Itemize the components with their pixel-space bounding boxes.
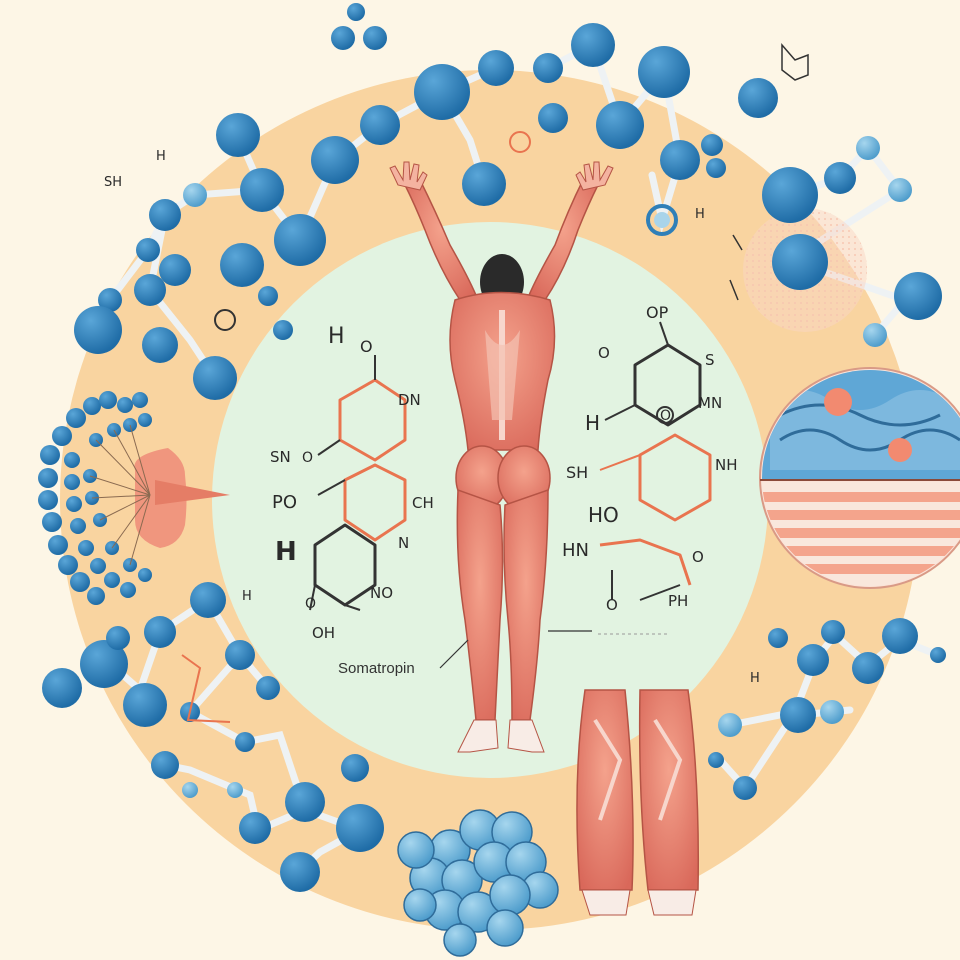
right-label-hn: HN [562,540,589,561]
leg-muscles-icon [576,689,700,916]
somatropin-label: Somatropin [338,660,415,677]
left-label-dn: DN [398,391,421,409]
left-label-sn: SN [270,448,291,466]
right-label-mn: MN [698,394,722,412]
left-label-h-big: H [275,537,297,567]
left-label-ch: CH [412,494,434,512]
right-label-op: OP [646,303,669,322]
left-label-oh: OH [312,624,335,642]
left-label-po: PO [272,492,297,513]
left-label-o-low: O [305,596,316,612]
human-figure-icon [389,161,614,753]
right-label-ph: PH [668,592,688,610]
right-label-s: S [705,351,715,369]
left-label-o-top: O [360,337,373,356]
right-label-o-4: O [606,596,618,614]
right-label-ho: HO [588,503,619,527]
molecule-cluster-top-right [509,23,778,236]
left-label-n: N [398,534,409,552]
molecule-cluster-top-left [74,3,514,400]
right-label-h: H [585,411,600,435]
left-chemical-structure [309,355,407,611]
right-chemical-structure [599,321,712,601]
scattered-label-sh: SH [104,175,122,190]
right-label-o-1: O [598,344,610,362]
scattered-label-h-2: H [242,589,252,604]
scattered-label-h-3: H [750,671,760,686]
scattered-label-h-4: H [695,207,705,222]
left-label-o-mid: O [302,450,313,466]
scattered-label-h-1: H [156,149,166,164]
molecule-cluster-bottom-left [42,582,384,892]
right-label-o-2: O [660,408,671,424]
right-label-nh: NH [715,456,738,474]
receptor-icon [38,391,230,605]
right-label-sh: SH [566,463,588,482]
right-label-o-3: O [692,548,704,566]
cell-cluster-icon [397,809,559,957]
molecule-cluster-right [743,136,942,347]
molecule-cluster-bottom-right [708,618,946,800]
label-pointer-line [439,639,469,669]
left-label-no: NO [370,584,393,602]
left-label-h-top: H [328,324,345,349]
